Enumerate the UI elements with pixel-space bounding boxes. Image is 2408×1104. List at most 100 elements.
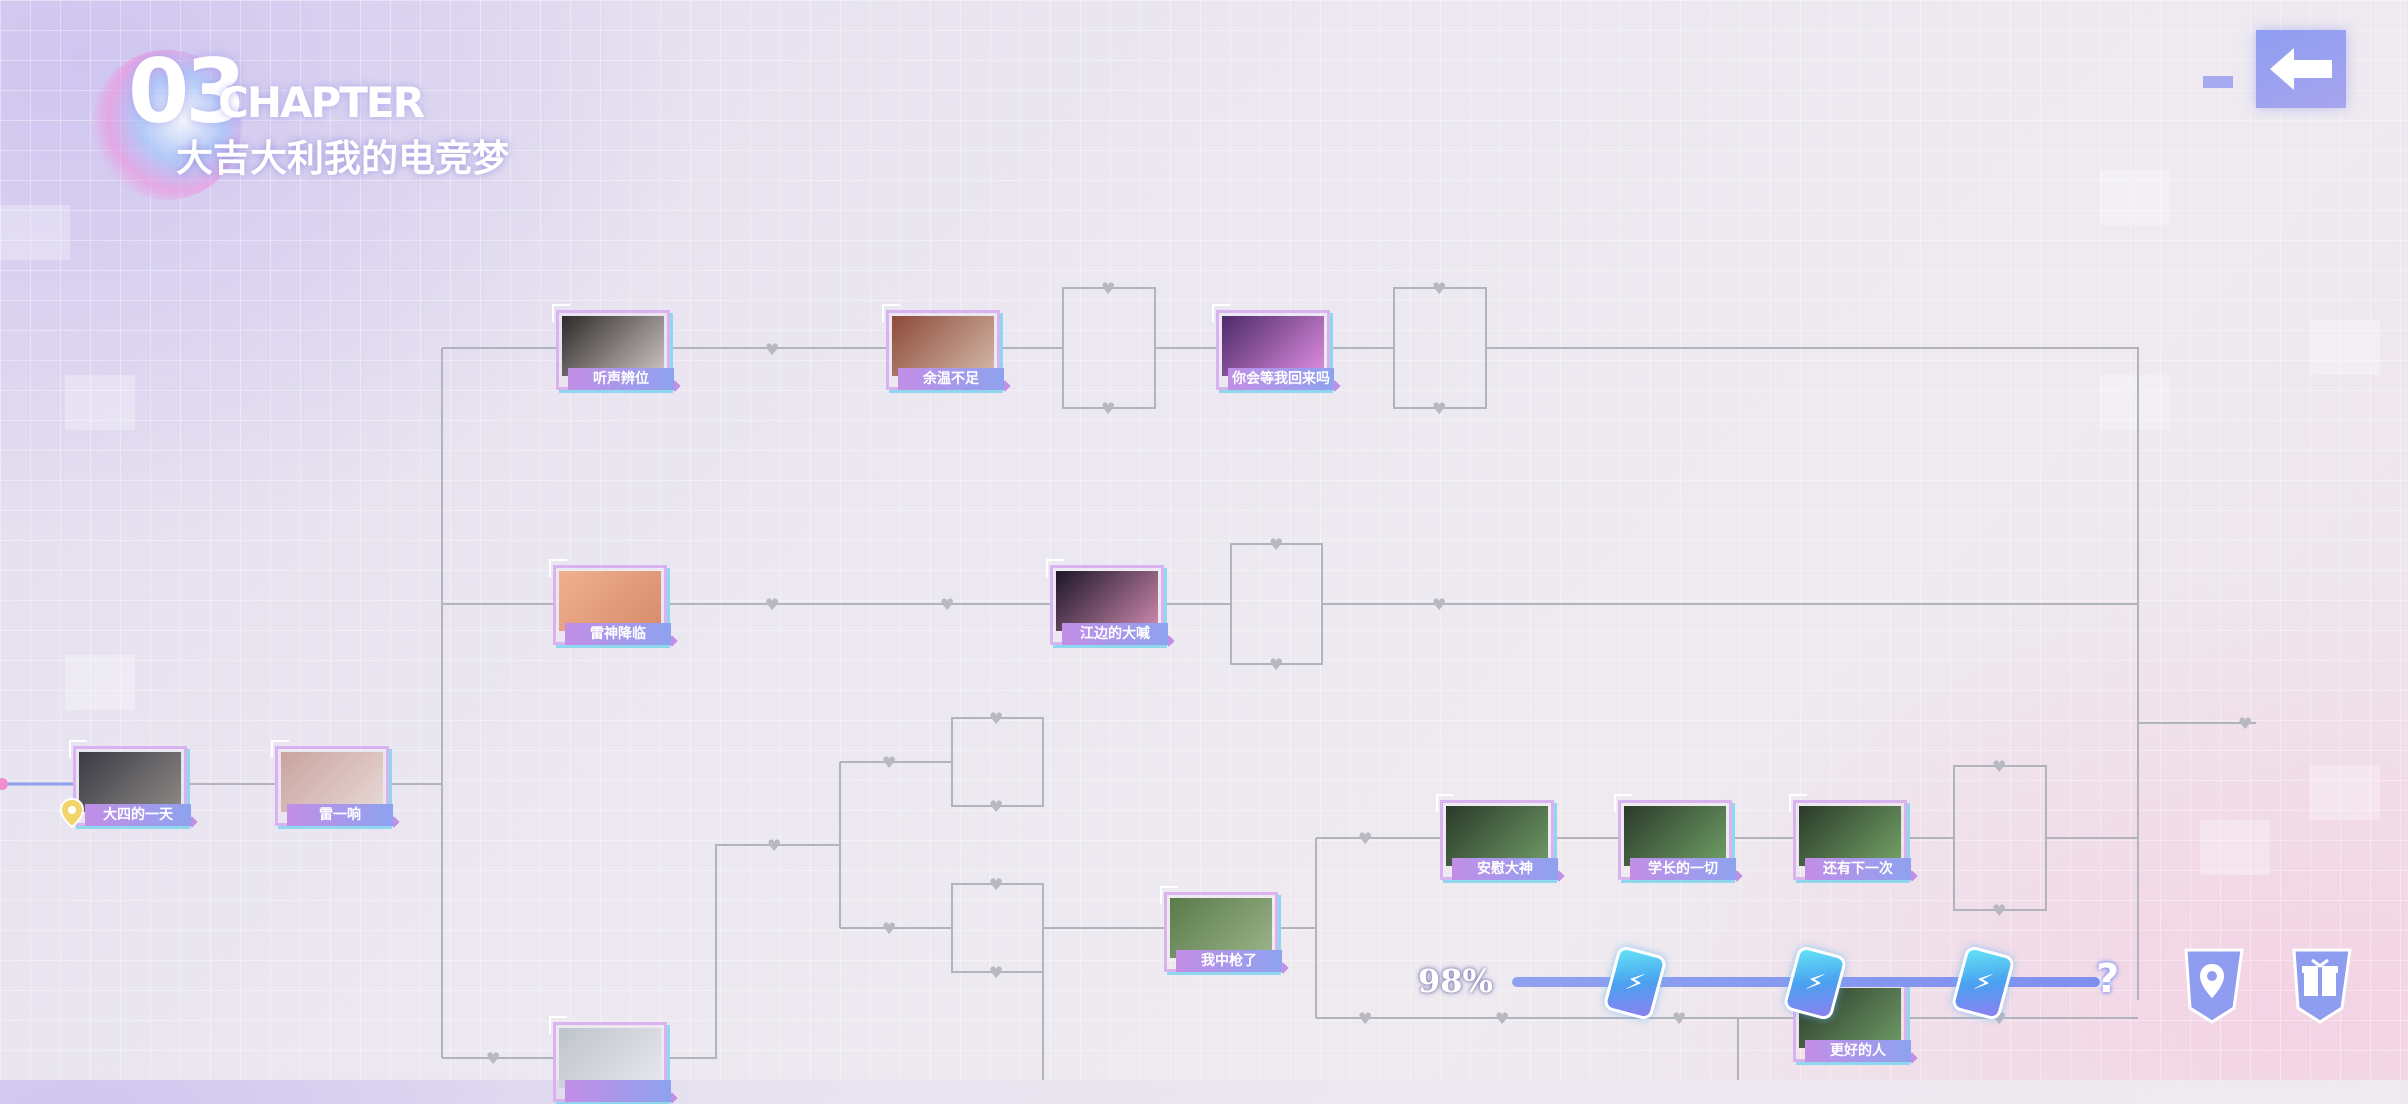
chapter-orb <box>92 50 242 200</box>
story-node-corner <box>552 304 570 322</box>
heart-icon: ♥ <box>882 919 897 938</box>
heart-icon: ♥ <box>2238 714 2253 733</box>
heart-icon: ♥ <box>940 595 955 614</box>
story-node-corner <box>1789 794 1807 812</box>
story-node-thumbnail <box>892 316 994 376</box>
progress-percent: 98% <box>1418 962 1493 1000</box>
heart-icon: ♥ <box>1269 655 1284 674</box>
story-node-label: 安慰大神 <box>1452 858 1558 880</box>
heart-icon: ♥ <box>1269 535 1284 554</box>
story-node-thumbnail <box>559 1028 661 1088</box>
heart-icon: ♥ <box>989 797 1004 816</box>
story-node-corner <box>69 740 87 758</box>
chapter-title: 大吉大利我的电竞梦 <box>176 136 509 180</box>
story-node-label: 江边的大喊 <box>1062 623 1168 645</box>
story-node-thumbnail <box>559 571 661 631</box>
story-node-corner <box>549 559 567 577</box>
story-node[interactable]: 雷神降临 <box>549 559 678 647</box>
heart-icon: ♥ <box>1432 279 1447 298</box>
story-node-thumbnail <box>1056 571 1158 631</box>
heart-icon: ♥ <box>882 753 897 772</box>
story-node-thumbnail <box>1446 806 1548 866</box>
story-node-frame <box>1793 800 1907 880</box>
story-node-frame <box>1440 800 1554 880</box>
story-node-thumbnail <box>281 752 383 812</box>
story-node-label: 我中枪了 <box>1176 950 1282 972</box>
chapter-number: 03 <box>128 40 246 143</box>
story-node-label: 更好的人 <box>1805 1040 1911 1062</box>
heart-icon: ♥ <box>1101 399 1116 418</box>
heart-icon: ♥ <box>989 709 1004 728</box>
heart-icon: ♥ <box>765 595 780 614</box>
heart-icon: ♥ <box>765 340 780 359</box>
story-node[interactable]: 安慰大神 <box>1436 794 1565 882</box>
story-node[interactable]: 雷一响 <box>271 740 400 828</box>
story-node-corner <box>1160 886 1178 904</box>
story-node-thumbnail <box>1170 898 1272 958</box>
story-node-label: 雷一响 <box>287 804 393 826</box>
heart-icon: ♥ <box>1358 1009 1373 1028</box>
story-node-label: 听声辨位 <box>568 368 674 390</box>
location-button[interactable] <box>2176 946 2248 1024</box>
start-dot <box>0 778 8 790</box>
story-node[interactable] <box>549 1016 678 1104</box>
story-node-corner <box>882 304 900 322</box>
chapter-header: 03 CHAPTER 大吉大利我的电竞梦 <box>80 40 540 200</box>
story-node-label: 余温不足 <box>898 368 1004 390</box>
story-node-corner <box>549 1016 567 1034</box>
story-node[interactable]: 听声辨位 <box>552 304 681 392</box>
story-node-frame <box>886 310 1000 390</box>
story-node-label: 你会等我回来吗 <box>1228 368 1334 390</box>
gift-button[interactable] <box>2284 946 2356 1024</box>
gift-box-icon <box>2292 948 2352 1024</box>
background-tiles <box>0 0 2408 1080</box>
heart-icon: ♥ <box>1358 829 1373 848</box>
heart-icon: ♥ <box>1432 595 1447 614</box>
heart-icon: ♥ <box>1495 1009 1510 1028</box>
heart-icon: ♥ <box>1432 399 1447 418</box>
story-node-label: 雷神降临 <box>565 623 671 645</box>
story-node-label <box>565 1080 671 1102</box>
location-pin-icon <box>2184 948 2244 1024</box>
story-node-thumbnail <box>562 316 664 376</box>
story-node-thumbnail <box>1799 806 1901 866</box>
heart-icon: ♥ <box>989 875 1004 894</box>
story-node-label: 学长的一切 <box>1630 858 1736 880</box>
back-arrow-icon <box>2270 48 2332 90</box>
story-node[interactable]: 江边的大喊 <box>1046 559 1175 647</box>
story-node-corner <box>271 740 289 758</box>
story-node[interactable]: 学长的一切 <box>1614 794 1743 882</box>
back-button[interactable] <box>2256 30 2346 108</box>
story-node-corner <box>1046 559 1064 577</box>
story-node-corner <box>1212 304 1230 322</box>
story-node[interactable]: 大四的一天 <box>69 740 198 828</box>
heart-icon: ♥ <box>767 836 782 855</box>
story-node-corner <box>1614 794 1632 812</box>
location-marker-icon <box>60 798 84 828</box>
heart-icon: ♥ <box>989 963 1004 982</box>
back-button-decoration <box>2203 76 2233 88</box>
chapter-word: CHAPTER <box>218 78 425 127</box>
question-icon[interactable]: ? <box>2096 956 2120 1002</box>
story-node-frame <box>1164 892 1278 972</box>
story-node-frame <box>1050 565 1164 645</box>
story-node[interactable]: 你会等我回来吗 <box>1212 304 1341 392</box>
story-node-thumbnail <box>79 752 181 812</box>
story-node-label: 还有下一次 <box>1805 858 1911 880</box>
story-node[interactable]: 我中枪了 <box>1160 886 1289 974</box>
story-node[interactable]: 余温不足 <box>882 304 1011 392</box>
heart-icon: ♥ <box>1992 757 2007 776</box>
heart-icon: ♥ <box>1992 901 2007 920</box>
story-node[interactable]: 更好的人 <box>1789 976 1918 1064</box>
story-node-thumbnail <box>1624 806 1726 866</box>
story-node-frame <box>553 1022 667 1102</box>
story-node-thumbnail <box>1222 316 1324 376</box>
story-node[interactable]: 还有下一次 <box>1789 794 1918 882</box>
story-node-frame <box>275 746 389 826</box>
heart-icon: ♥ <box>1672 1009 1687 1028</box>
story-branch-lines <box>0 287 2256 1080</box>
heart-icon: ♥ <box>486 1049 501 1068</box>
heart-icon: ♥ <box>1101 279 1116 298</box>
story-node-label: 大四的一天 <box>85 804 191 826</box>
story-node-corner <box>1436 794 1454 812</box>
